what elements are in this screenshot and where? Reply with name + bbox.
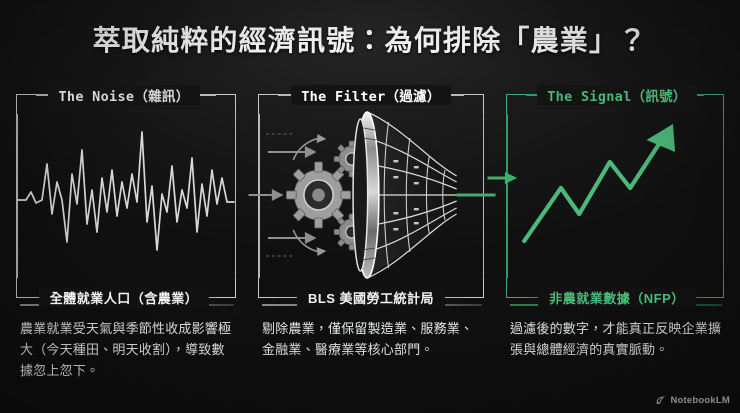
frame-edge-bottom-right <box>430 296 464 298</box>
panel-signal: The Signal（訊號） 非農就業數據（NFP） <box>487 78 740 413</box>
panel-noise-footer-label: 全體就業人口（含農業） <box>38 288 210 307</box>
frame-edge-right <box>234 114 236 278</box>
frame-corner-bottom-right <box>464 278 484 298</box>
page-title: 萃取純粹的經濟訊號：為何排除「農業」？ <box>92 25 648 56</box>
notebooklm-watermark: NotebookLM <box>655 395 730 406</box>
panel-filter-caption: 剔除農業，僅保留製造業、服務業、金融業、醫療業等核心部門。 <box>262 304 482 360</box>
panel-noise-body: 農業就業受天氣與季節性收成影響極大（今天種田、明天收割），導致數據忽上忽下。 <box>20 321 232 379</box>
panel-noise-caption: 農業就業受天氣與季節性收成影響極大（今天種田、明天收割），導致數據忽上忽下。 <box>20 304 234 381</box>
frame-corner-bottom-right <box>216 278 236 298</box>
frame-edge-bottom-left <box>278 296 312 298</box>
notebooklm-watermark-label: NotebookLM <box>670 395 730 406</box>
frame-corner-top-left <box>258 94 278 114</box>
panel-signal-footer: 非農就業數據（NFP） <box>494 288 740 308</box>
frame-edge-left <box>16 114 18 278</box>
panel-noise-footer: 全體就業人口（含農業） <box>0 288 248 308</box>
panel-filter: The Filter（過濾） <box>248 78 496 413</box>
frame-corner-top-right <box>216 94 236 114</box>
uptrend-arrowhead-icon <box>646 124 676 152</box>
panel-row: The Noise（雜訊） 全體就業人口（含農業） 農業就業受天氣與季節性收成影… <box>0 78 740 413</box>
frame-corner-top-left <box>506 94 526 114</box>
incoming-arrow-icon <box>487 172 518 184</box>
frame-corner-top-right <box>704 94 724 114</box>
funnel-rim-icon <box>352 111 380 279</box>
frame-edge-right <box>722 114 724 278</box>
panel-noise: The Noise（雜訊） 全體就業人口（含農業） 農業就業受天氣與季節性收成影… <box>0 78 248 413</box>
frame-corner-top-left <box>16 94 36 114</box>
panel-signal-header: The Signal（訊號） <box>494 85 740 106</box>
noise-waveform-graphic <box>17 104 235 286</box>
title-bar: 萃取純粹的經濟訊號：為何排除「農業」？ <box>0 0 740 78</box>
frame-corner-bottom-left <box>506 278 526 298</box>
gear-icon <box>286 161 352 229</box>
frame-corner-bottom-left <box>16 278 36 298</box>
rising-trend-arrow-graphic <box>487 104 726 286</box>
panel-signal-body: 過濾後的數字，才能真正反映企業擴張與總體經濟的真實脈動。 <box>510 321 722 358</box>
panel-filter-header-label: The Filter（過濾） <box>291 85 451 105</box>
panel-signal-caption: 過濾後的數字，才能真正反映企業擴張與總體經濟的真實脈動。 <box>510 304 722 360</box>
panel-signal-footer-label: 非農就業數據（NFP） <box>538 288 696 307</box>
frame-corner-bottom-left <box>258 278 278 298</box>
panel-filter-footer: BLS 美國勞工統計局 <box>248 288 494 308</box>
frame-edge-left <box>506 114 508 278</box>
panel-filter-body: 剔除農業，僅保留製造業、服務業、金融業、醫療業等核心部門。 <box>262 321 474 358</box>
uptrend-line-icon <box>522 129 670 244</box>
panel-filter-footer-label: BLS 美國勞工統計局 <box>296 288 446 307</box>
input-arrows-icon <box>248 151 305 239</box>
funnel-cone-icon <box>366 111 457 279</box>
panel-filter-header: The Filter（過濾） <box>248 85 494 106</box>
panel-noise-header-label: The Noise（雜訊） <box>48 85 200 105</box>
panel-signal-header-label: The Signal（訊號） <box>537 85 697 105</box>
frame-corner-top-right <box>464 94 484 114</box>
notebooklm-logo-icon <box>655 395 666 406</box>
frame-corner-bottom-right <box>704 278 724 298</box>
funnel-gears-filter-graphic <box>248 104 496 286</box>
panel-noise-header: The Noise（雜訊） <box>0 85 248 106</box>
